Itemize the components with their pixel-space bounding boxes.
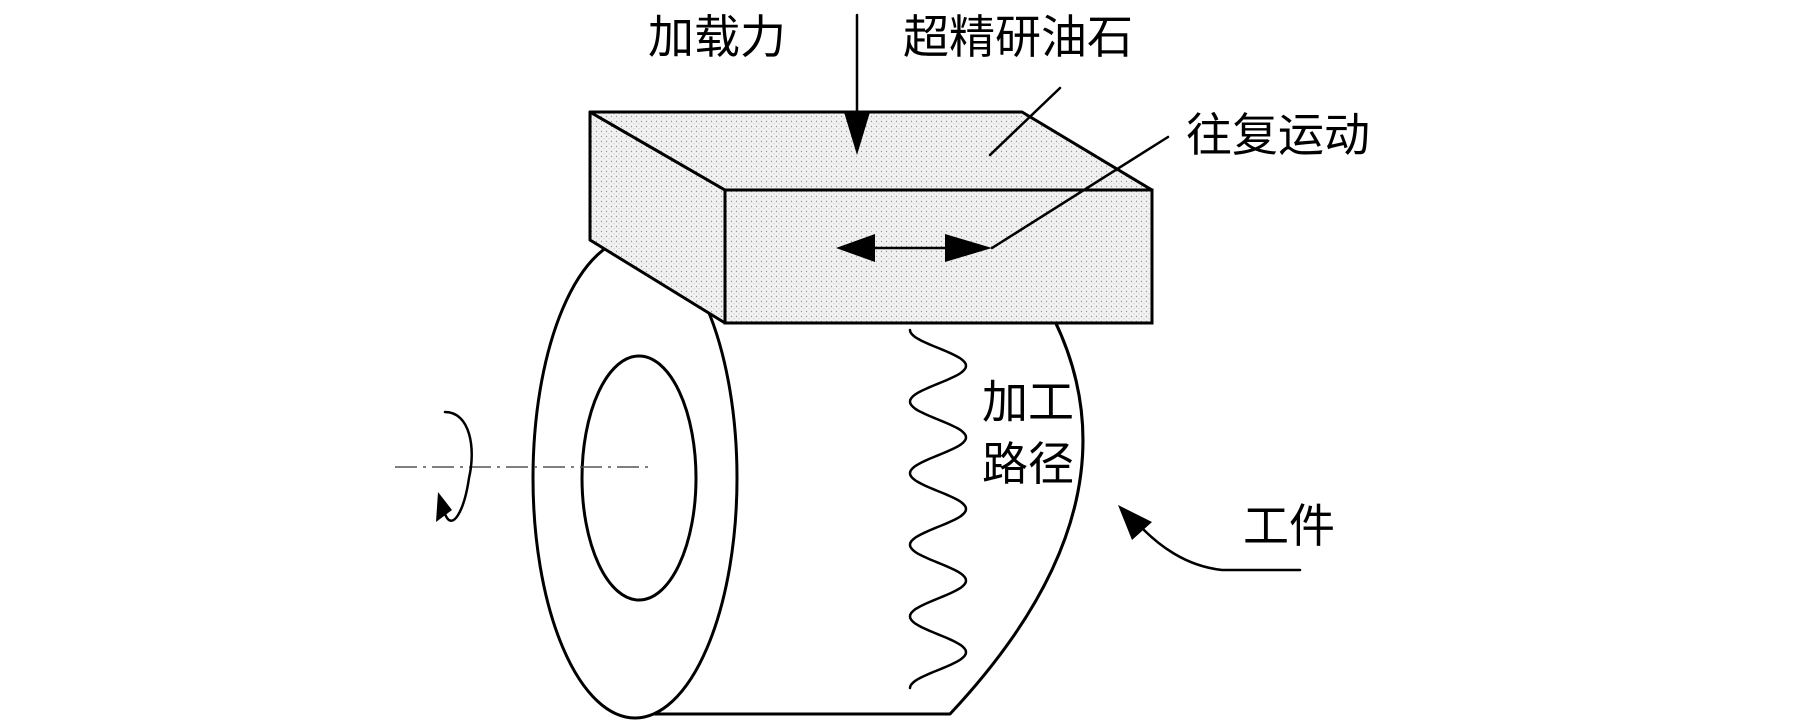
workpiece-leader-arrow-icon [1118,505,1302,572]
label-load-force: 加载力 [648,10,786,64]
honing-stone-leader-line [988,86,1062,157]
reciprocating-arrow-icon [836,135,1170,262]
label-workpiece: 工件 [1243,499,1335,553]
label-machining-path-line2: 路径 [982,437,1074,491]
label-machining-path-line1: 加工 [982,375,1074,429]
honing-stone [588,110,1154,325]
rotation-arrow-icon [436,410,473,522]
label-reciprocating-motion: 往复运动 [1186,108,1370,162]
label-honing-stone: 超精研油石 [903,10,1133,64]
stone-front-face [723,188,1154,325]
cylinder-bore [580,354,698,602]
machining-path-wave [908,328,968,690]
load-force-arrow-icon [844,13,870,155]
